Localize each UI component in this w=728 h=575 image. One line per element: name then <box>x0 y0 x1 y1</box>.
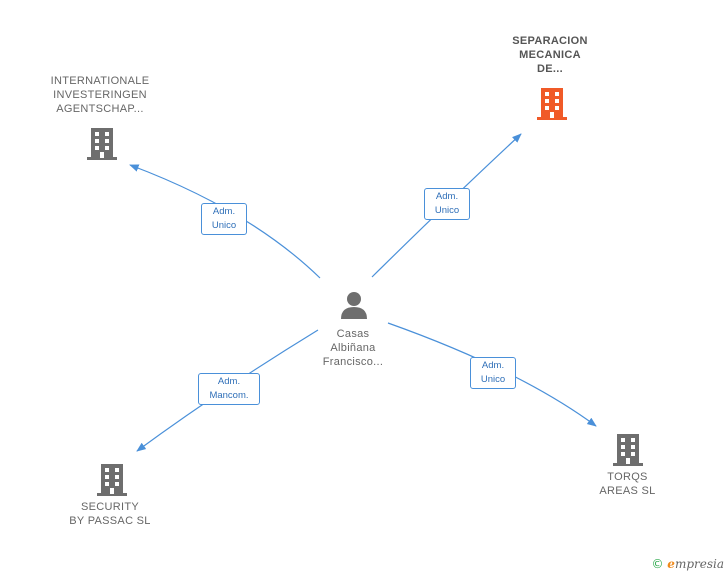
edge-tag-separacion[interactable]: Adm. Unico <box>424 188 470 220</box>
node-label-line: Casas <box>336 328 370 340</box>
node-label-line: Albiñana <box>330 342 376 354</box>
edge-tag-line: Mancom. <box>209 390 249 401</box>
node-label-line: TORQS <box>607 471 648 483</box>
building-icon <box>97 464 127 496</box>
edge-tag-line: Unico <box>211 220 237 231</box>
node-label-line: SECURITY <box>80 501 140 513</box>
node-separacion[interactable]: SEPARACION MECANICA DE... <box>485 34 615 76</box>
node-label-line: DE... <box>537 63 563 75</box>
edge-tag-line: Adm. <box>435 191 459 202</box>
copyright-icon: © <box>651 557 664 571</box>
edge-tag-line: Adm. <box>217 376 241 387</box>
edge-tag-line: Adm. <box>481 360 505 371</box>
node-label-line: INTERNATIONALE <box>50 75 150 87</box>
edge-tag-line: Unico <box>480 374 506 385</box>
node-internationale[interactable]: INTERNATIONALE INVESTERINGEN AGENTSCHAP.… <box>35 74 165 116</box>
node-label-line: AGENTSCHAP... <box>56 103 144 115</box>
node-casas[interactable]: Casas Albiñana Francisco... <box>298 327 408 369</box>
building-icon <box>87 128 117 160</box>
node-label-line: AREAS SL <box>599 485 656 497</box>
brand-initial: e <box>667 557 675 571</box>
node-torqs[interactable]: TORQS AREAS SL <box>575 470 680 498</box>
node-label-line: MECANICA <box>519 49 581 61</box>
brand-logo: © empresia <box>651 557 724 571</box>
building-icon <box>613 434 643 466</box>
edge-tag-line: Adm. <box>212 206 236 217</box>
brand-name: mpresia <box>674 557 724 571</box>
node-label-line: INVESTERINGEN <box>53 89 147 101</box>
edge-tag-torqs[interactable]: Adm. Unico <box>470 357 516 389</box>
node-label-line: SEPARACION <box>512 35 588 47</box>
edge-tag-security[interactable]: Adm. Mancom. <box>198 373 260 405</box>
node-security[interactable]: SECURITY BY PASSAC SL <box>45 500 175 528</box>
edge-tag-line: Unico <box>434 205 460 216</box>
node-label-line: Francisco... <box>322 356 384 368</box>
edge-tag-internationale[interactable]: Adm. Unico <box>201 203 247 235</box>
node-label-line: BY PASSAC SL <box>69 515 151 527</box>
person-icon <box>341 292 367 319</box>
building-icon-highlight <box>537 88 567 120</box>
